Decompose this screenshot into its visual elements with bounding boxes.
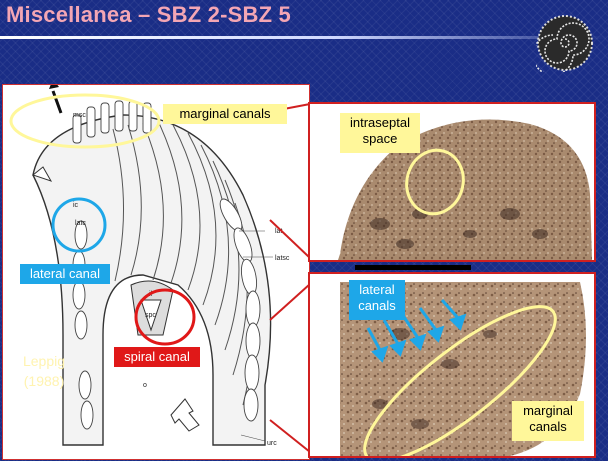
callout-marginal-canals-top: marginal canals (163, 104, 287, 124)
callout-marginal-canals-bottom-line1: marginal (512, 403, 584, 419)
figure-credit: Leppig (1988) (20, 352, 68, 391)
callout-lateral-canal: lateral canal (20, 264, 110, 284)
callout-intraseptal-space: intraseptal space (340, 113, 420, 153)
scale-bar (355, 265, 471, 270)
callout-lateral-canals-line2: canals (349, 298, 405, 314)
credit-author: Leppig (20, 352, 68, 372)
callout-intraseptal-line1: intraseptal (340, 115, 420, 131)
callout-marginal-canals-bottom: marginal canals (512, 401, 584, 441)
callout-lateral-canals-line1: lateral (349, 282, 405, 298)
credit-year: (1988) (20, 372, 68, 392)
callout-lateral-canals: lateral canals (349, 280, 405, 320)
callout-spiral-canal: spiral canal (114, 347, 200, 367)
callout-marginal-canals-bottom-line2: canals (512, 419, 584, 435)
callout-intraseptal-line2: space (340, 131, 420, 147)
